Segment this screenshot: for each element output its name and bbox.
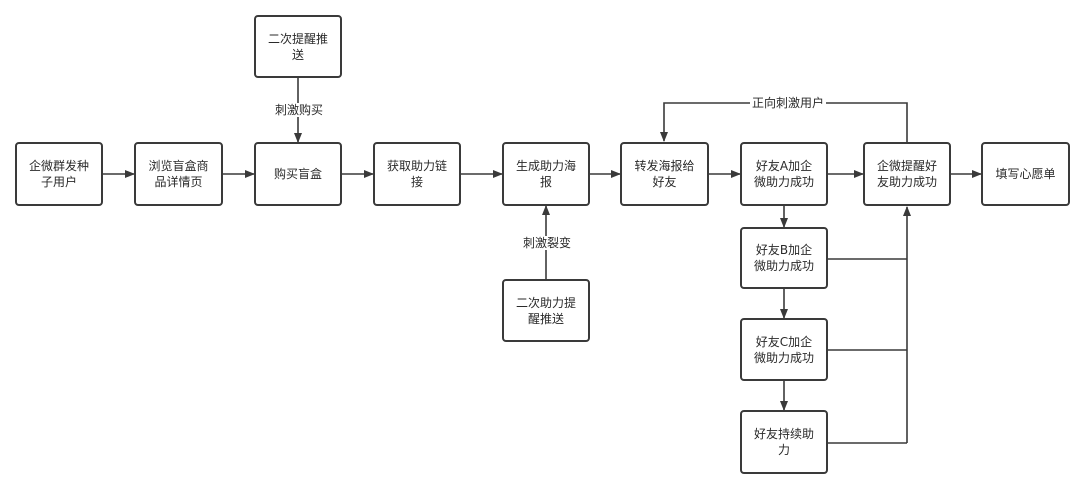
node-mass-message-seed-users: 企微群发种子用户 bbox=[15, 142, 103, 206]
node-get-assist-link: 获取助力链接 bbox=[373, 142, 461, 206]
node-second-assist-reminder: 二次助力提醒推送 bbox=[502, 279, 590, 342]
label-stimulate-purchase: 刺激购买 bbox=[273, 103, 326, 117]
node-generate-poster: 生成助力海报 bbox=[502, 142, 590, 206]
node-browse-product-detail: 浏览盲盒商品详情页 bbox=[134, 142, 223, 206]
node-fill-wishlist: 填写心愿单 bbox=[981, 142, 1070, 206]
node-second-reminder: 二次提醒推送 bbox=[254, 15, 342, 78]
node-friend-keep-assisting: 好友持续助力 bbox=[740, 410, 828, 474]
label-positive-stimulus: 正向刺激用户 bbox=[750, 96, 827, 110]
node-friend-b-success: 好友B加企微助力成功 bbox=[740, 227, 828, 289]
node-buy-blind-box: 购买盲盒 bbox=[254, 142, 342, 206]
node-share-poster: 转发海报给好友 bbox=[620, 142, 709, 206]
node-friend-a-success: 好友A加企微助力成功 bbox=[740, 142, 828, 206]
node-notify-success: 企微提醒好友助力成功 bbox=[863, 142, 951, 206]
label-stimulate-fission: 刺激裂变 bbox=[521, 236, 574, 250]
node-friend-c-success: 好友C加企微助力成功 bbox=[740, 318, 828, 381]
